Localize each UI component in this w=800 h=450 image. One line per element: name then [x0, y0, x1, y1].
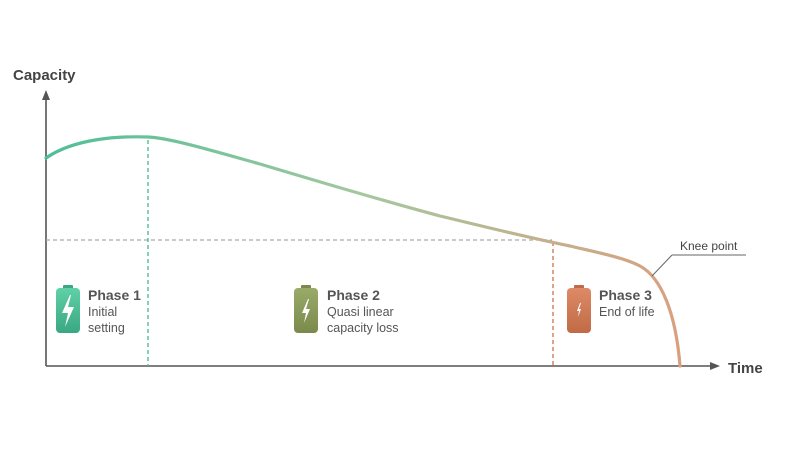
battery-charging-icon — [567, 285, 591, 333]
battery-charging-icon — [294, 285, 318, 333]
reference-lines — [46, 140, 554, 366]
y-axis-arrow — [42, 90, 50, 100]
y-axis-label: Capacity — [13, 67, 76, 84]
phase-1-group: Phase 1 Initial setting — [56, 285, 141, 335]
phase-1-desc-line-1: Initial — [88, 305, 117, 319]
knee-point-label: Knee point — [680, 239, 738, 253]
knee-leader-diagonal — [651, 254, 673, 277]
x-axis-label: Time — [728, 360, 763, 377]
battery-charging-icon — [56, 285, 80, 333]
phase-3-group: Phase 3 End of life — [567, 285, 655, 333]
phase-1-desc-line-2: setting — [88, 321, 125, 335]
phase-2-desc-line-2: capacity loss — [327, 321, 399, 335]
knee-point-annotation: Knee point — [651, 239, 746, 277]
phase-3-title: Phase 3 — [599, 287, 652, 303]
phase-2-title: Phase 2 — [327, 287, 380, 303]
axes: Capacity Time — [13, 67, 763, 377]
phase-2-group: Phase 2 Quasi linear capacity loss — [294, 285, 399, 335]
x-axis-arrow — [710, 362, 720, 370]
phase-1-title: Phase 1 — [88, 287, 141, 303]
capacity-curve — [44, 135, 682, 368]
phase-3-desc-line-1: End of life — [599, 305, 655, 319]
phase-2-desc-line-1: Quasi linear — [327, 305, 394, 319]
